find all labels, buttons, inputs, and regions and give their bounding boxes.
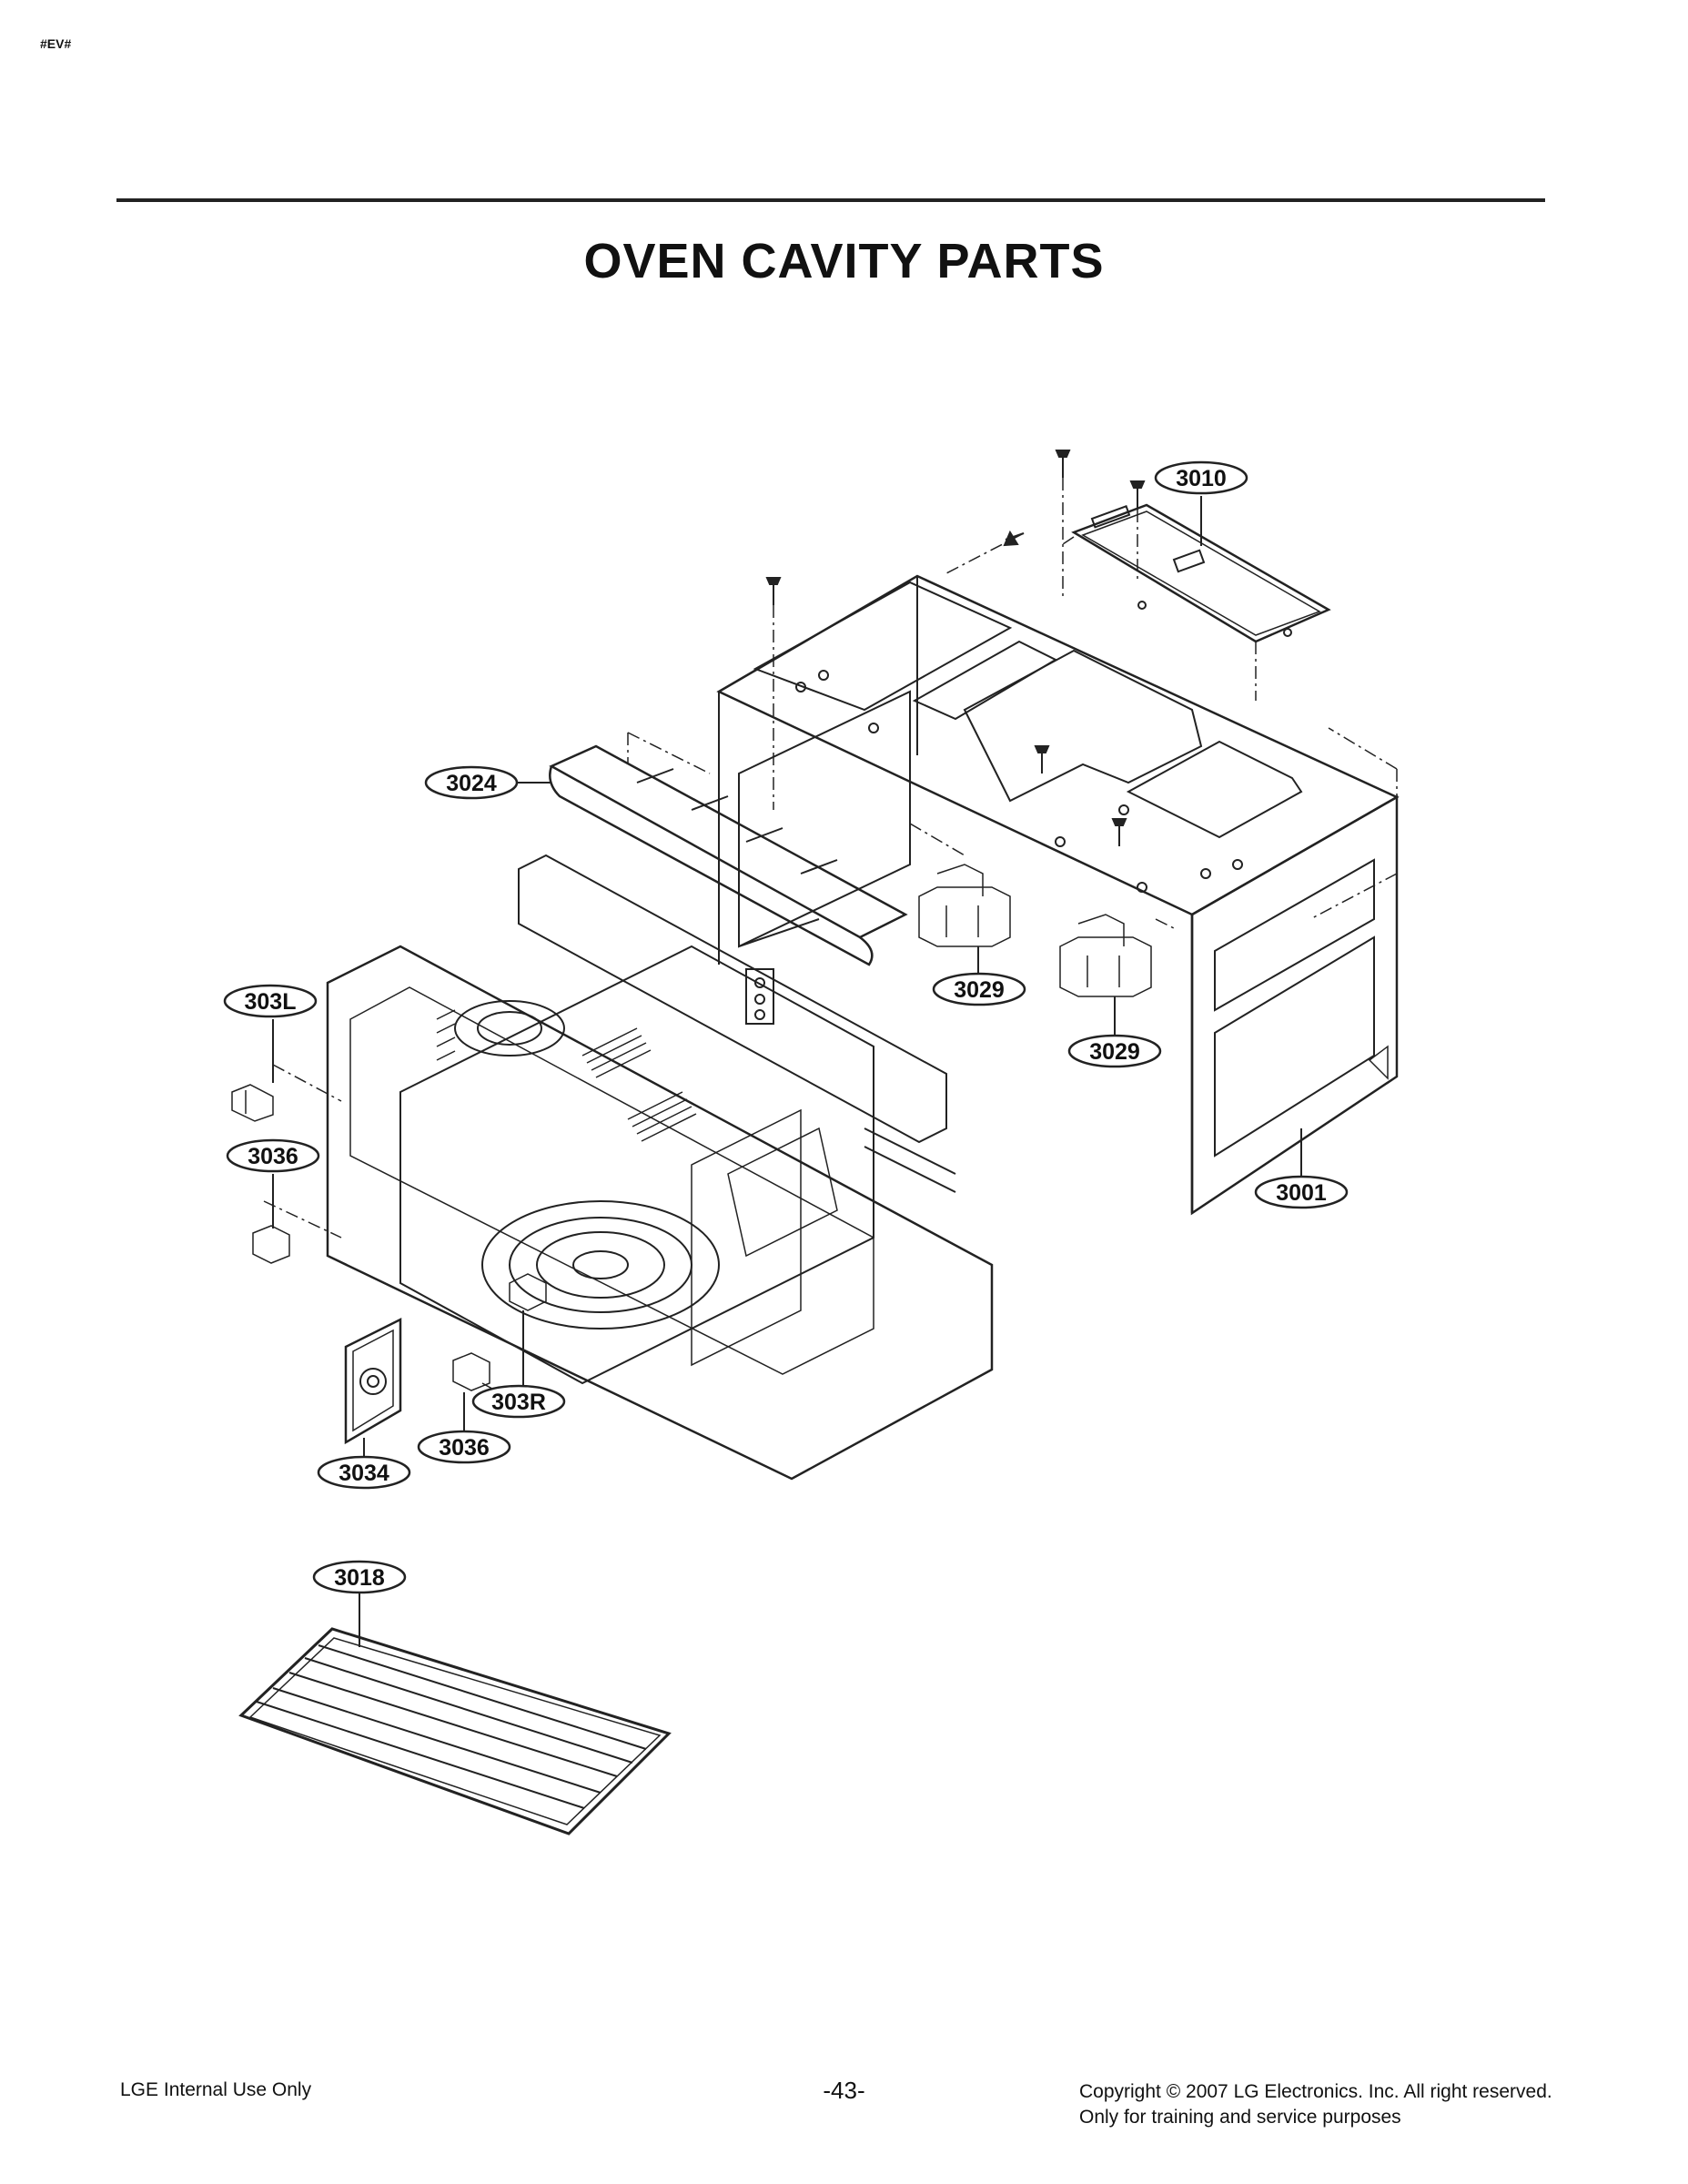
svg-text:3036: 3036: [439, 1435, 490, 1461]
copyright-line: Copyright © 2007 LG Electronics. Inc. Al…: [1079, 2081, 1552, 2102]
svg-text:3029: 3029: [1089, 1039, 1140, 1065]
outer-case-part: [716, 574, 1400, 1216]
callout-3010: 3010: [1154, 460, 1248, 495]
switch-left-part: [252, 1225, 290, 1264]
svg-text:3018: 3018: [334, 1565, 385, 1591]
callout-3024: 3024: [424, 765, 519, 800]
callout-3036-a: 3036: [226, 1138, 320, 1173]
callout-3034: 3034: [317, 1455, 411, 1490]
callout-3001: 3001: [1254, 1175, 1349, 1209]
latch-switch-part-b: [1059, 914, 1152, 997]
callout-3018: 3018: [312, 1560, 407, 1594]
page-title: OVEN CAVITY PARTS: [583, 234, 1105, 288]
svg-text:3036: 3036: [248, 1144, 298, 1169]
oven-cavity-part: [326, 854, 994, 1481]
switch-right-part: [452, 1352, 490, 1391]
svg-text:3034: 3034: [339, 1461, 389, 1486]
svg-text:3029: 3029: [954, 977, 1005, 1003]
top-vent-plate-part: [1071, 503, 1331, 643]
assembly-guide-lines: [263, 478, 1398, 1407]
svg-text:3010: 3010: [1176, 466, 1227, 491]
svg-text:3001: 3001: [1276, 1180, 1327, 1206]
callout-303R: 303R: [471, 1384, 566, 1419]
callout-3029-b: 3029: [1067, 1034, 1162, 1068]
screw-parts: [765, 450, 1146, 846]
latch-holder-right-part: [509, 1273, 547, 1311]
document-tag: #EV#: [40, 36, 72, 51]
training-note: Only for training and service purposes: [1079, 2107, 1401, 2128]
footer-internal-use: LGE Internal Use Only: [120, 2079, 312, 2100]
front-grille-part: [549, 744, 908, 966]
footer-copyright: Copyright © 2007 LG Electronics. Inc. Al…: [1079, 2079, 1552, 2130]
oven-rack-part: [238, 1627, 672, 1835]
svg-text:303R: 303R: [491, 1390, 546, 1415]
callout-3029-a: 3029: [932, 972, 1026, 1006]
cover-plate-part: [344, 1317, 402, 1445]
header-rule: [116, 198, 1545, 202]
callout-3036-b: 3036: [417, 1430, 511, 1464]
callout-303L: 303L: [223, 984, 318, 1018]
svg-text:303L: 303L: [245, 989, 297, 1015]
page-number: -43-: [823, 2077, 865, 2104]
svg-text:3024: 3024: [446, 771, 497, 796]
latch-holder-left-part: [231, 1084, 274, 1122]
latch-switch-part-a: [918, 864, 1011, 947]
leader-lines: [272, 496, 1302, 1647]
